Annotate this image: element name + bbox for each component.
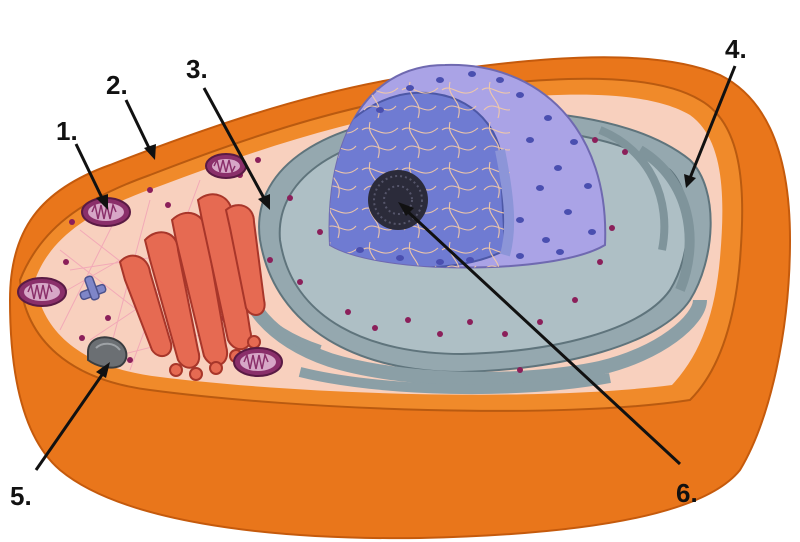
pointer-arrows	[34, 65, 737, 471]
label-1: 1.	[56, 116, 78, 146]
arrow-4	[684, 65, 737, 188]
nucleus	[328, 63, 607, 269]
mitochondrion-1	[81, 197, 131, 227]
mitochondria	[17, 153, 283, 377]
label-4: 4.	[725, 34, 747, 64]
label-6: 6.	[676, 478, 698, 508]
label-3: 3.	[186, 54, 208, 84]
golgi-apparatus	[118, 193, 266, 381]
mitochondrion-4	[233, 347, 283, 377]
arrow-6	[398, 202, 682, 466]
centrioles	[79, 275, 107, 301]
arrow-2	[124, 99, 156, 160]
mitochondrion-3	[205, 153, 247, 179]
label-2: 2.	[106, 70, 128, 100]
mitochondrion-2	[17, 277, 67, 307]
label-5: 5.	[10, 481, 32, 511]
arrow-5	[34, 362, 110, 471]
nuclear-pores	[356, 71, 596, 265]
arrow-3	[202, 87, 270, 210]
arrow-1	[74, 143, 108, 210]
vesicle	[87, 336, 128, 369]
